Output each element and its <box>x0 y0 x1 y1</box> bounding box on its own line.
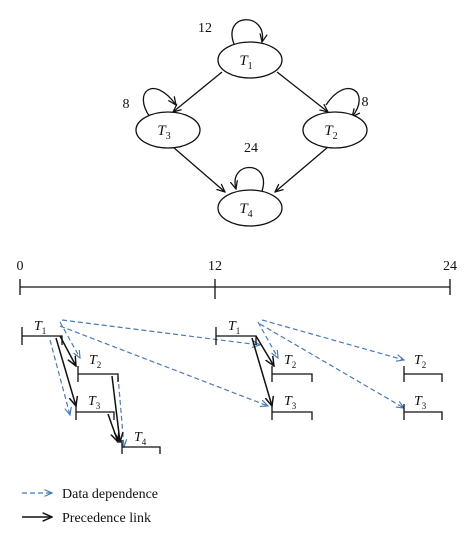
loop-label-t1: 12 <box>198 21 212 36</box>
self-loop-t4 <box>235 166 265 192</box>
bar-b3 <box>271 404 313 420</box>
svg-text:T4: T4 <box>239 201 252 220</box>
dep-a1-b3 <box>59 325 268 406</box>
loop-label-t2: 8 <box>362 95 369 110</box>
node-t2: T2 <box>302 111 368 149</box>
loop-label-t4: 24 <box>244 141 258 156</box>
task-label-c2: T2 <box>414 353 426 370</box>
prec-a3-a4 <box>107 413 118 442</box>
task-label-a1: T1 <box>34 319 46 336</box>
self-loop-t3 <box>142 87 176 118</box>
prec-a1-a3 <box>55 337 76 406</box>
edge-t1-t3 <box>173 71 223 112</box>
prec-b1-b3 <box>251 337 272 406</box>
edge-t1-t2 <box>276 71 328 112</box>
dep-a1-a2 <box>59 321 80 358</box>
legend: Data dependence Precedence link <box>22 487 158 526</box>
loop-label-t3: 8 <box>123 97 130 112</box>
bar-a1 <box>21 327 63 345</box>
tick-label-24: 24 <box>443 259 457 274</box>
task-label-a2: T2 <box>89 353 101 370</box>
schedule: T1 T2 T3 T4 T1 T2 T3 T2 T3 <box>21 319 443 454</box>
dep-a1-b2 <box>61 319 260 345</box>
task-label-b1: T1 <box>228 319 240 336</box>
legend-data-dependence-label: Data dependence <box>62 487 158 502</box>
tick-label-0: 0 <box>17 259 24 274</box>
task-label-a3: T3 <box>88 394 101 411</box>
svg-text:T2: T2 <box>324 123 337 142</box>
node-t1: T1 <box>217 41 283 79</box>
task-label-b3: T3 <box>284 394 297 411</box>
task-label-a4: T4 <box>134 430 147 447</box>
node-t3: T3 <box>135 111 201 149</box>
dep-a1-a3 <box>49 339 70 415</box>
task-label-c3: T3 <box>414 394 427 411</box>
timeline-axis: 0 12 24 <box>17 259 457 299</box>
precedence-links <box>55 335 274 442</box>
svg-text:T3: T3 <box>157 123 170 142</box>
task-bars <box>21 327 443 454</box>
prec-a2-a4 <box>111 375 120 442</box>
tick-label-12: 12 <box>208 259 222 274</box>
bar-b2 <box>271 366 313 382</box>
legend-precedence-label: Precedence link <box>62 511 151 526</box>
dep-b1-c3 <box>259 323 404 408</box>
prec-b1-b2 <box>255 335 274 366</box>
bar-a3 <box>75 404 115 420</box>
dep-b1-b2 <box>257 321 278 358</box>
edge-t3-t4 <box>172 146 225 192</box>
data-dependence-arrows <box>49 319 404 447</box>
node-t4: T4 <box>217 189 283 227</box>
self-loop-t2 <box>325 87 359 117</box>
bar-c2 <box>403 366 443 382</box>
task-label-b2: T2 <box>284 353 296 370</box>
bar-b1 <box>215 327 257 345</box>
self-loop-t1 <box>231 19 263 45</box>
dep-b1-c2 <box>261 319 404 360</box>
bar-a2 <box>77 366 119 382</box>
edge-t2-t4 <box>275 146 329 192</box>
prec-a1-a2 <box>59 335 76 366</box>
bar-a4 <box>121 440 161 454</box>
bar-c3 <box>403 404 443 420</box>
svg-text:T1: T1 <box>239 53 252 72</box>
task-graph: T1 T3 T2 T4 12 8 8 24 <box>123 19 369 227</box>
